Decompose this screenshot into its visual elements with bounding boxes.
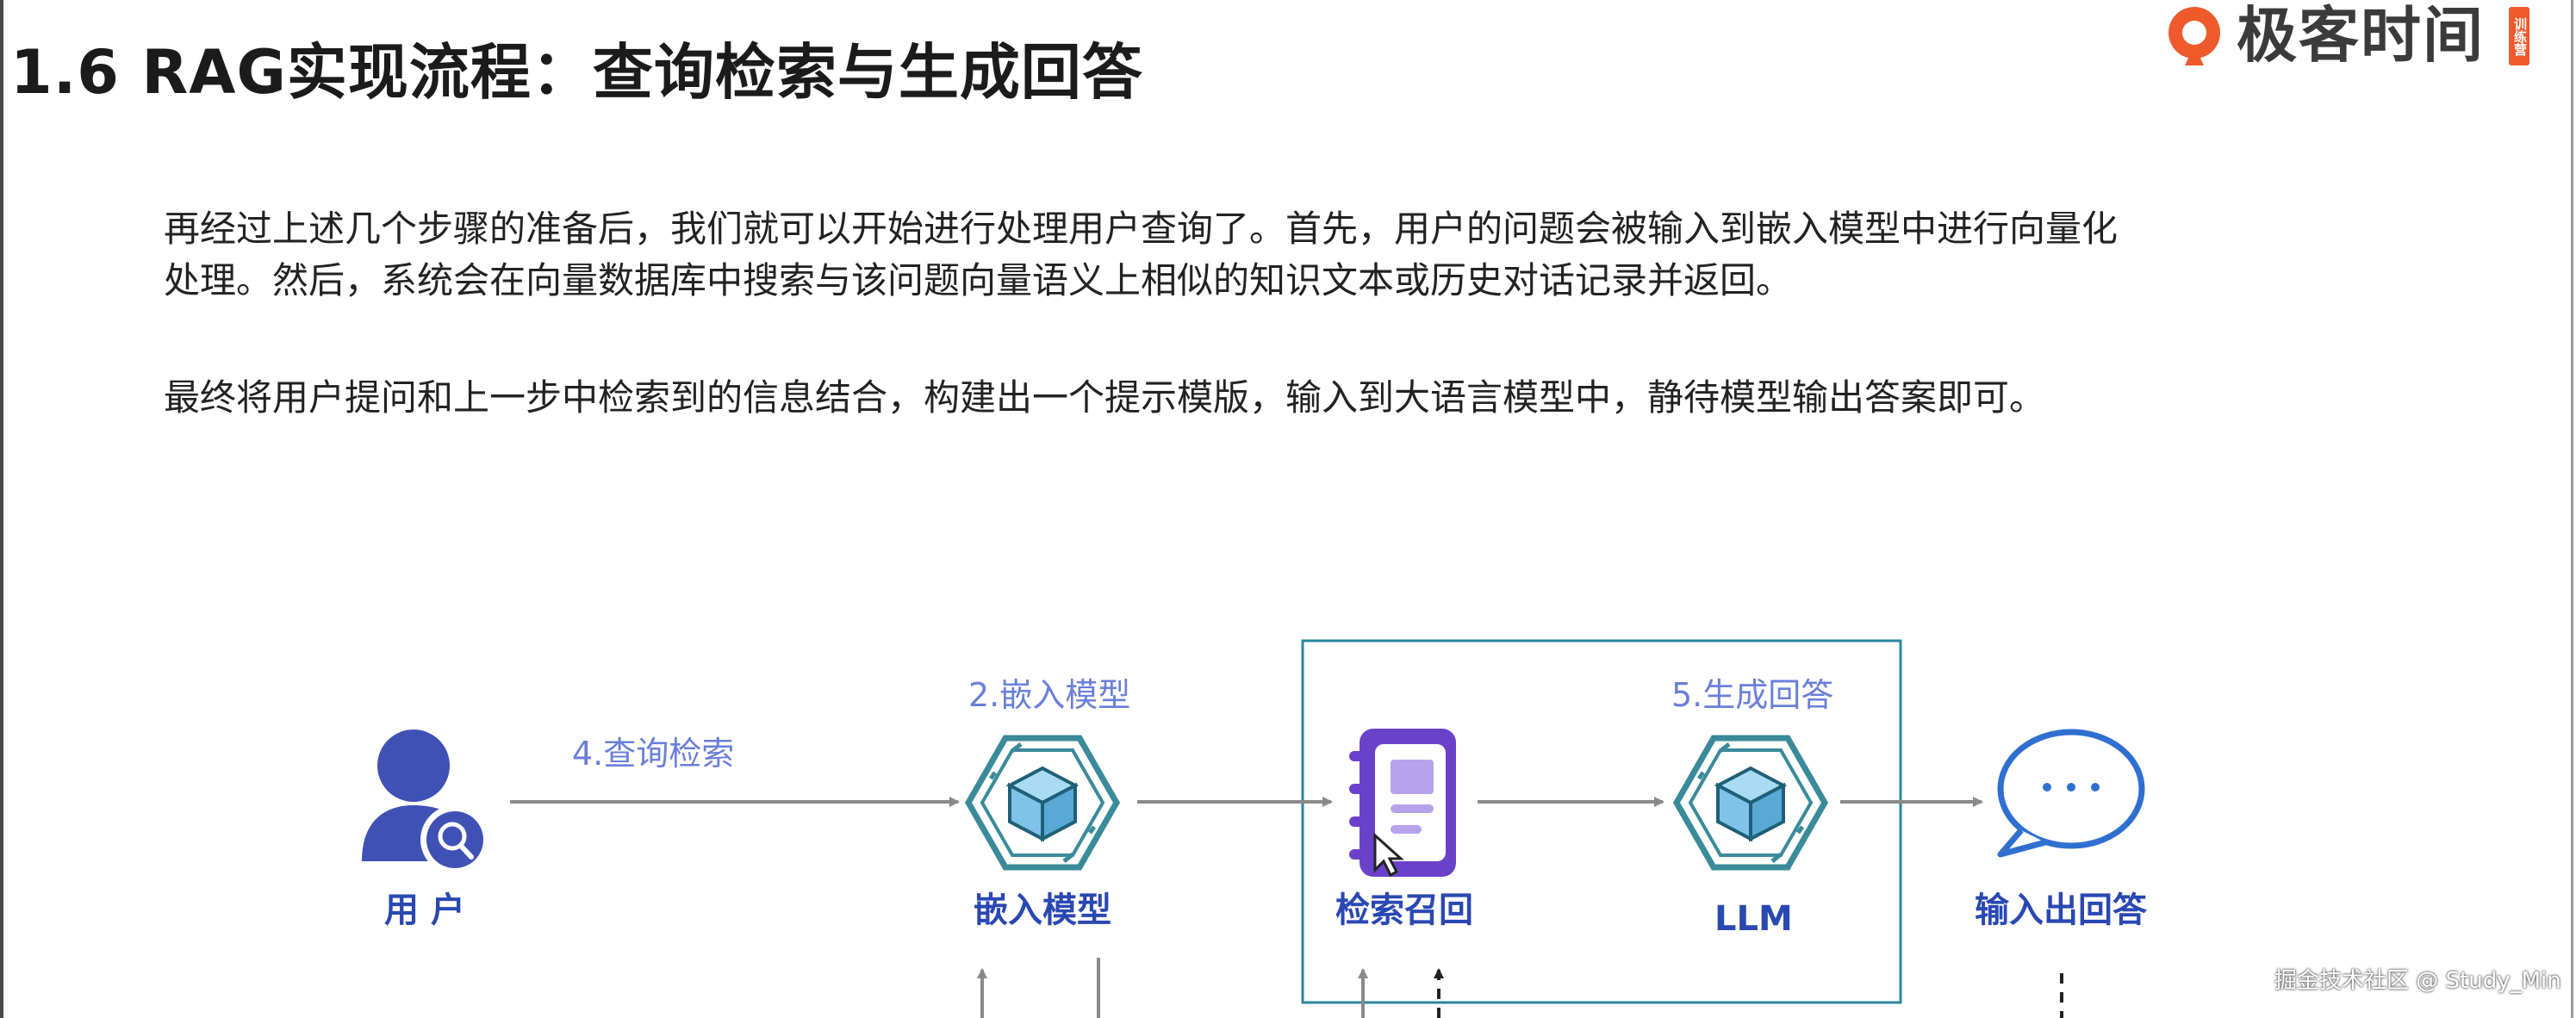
flow-arrows (510, 797, 2063, 1018)
embedding-model-icon (964, 735, 1121, 871)
step-label-embedding-model: 2.嵌入模型 (968, 676, 1131, 714)
node-label-embedding: 嵌入模型 (974, 891, 1111, 930)
slide-title: 1.6 RAG实现流程：查询检索与生成回答 (10, 37, 1143, 108)
chat-bubble-icon (1997, 729, 2145, 858)
paragraph-1-line-1: 再经过上述几个步骤的准备后，我们就可以开始进行处理用户查询了。首先，用户的问题会… (164, 208, 2119, 250)
logo-text: 极客时间 (2237, 0, 2485, 71)
node-label-retrieval: 检索召回 (1335, 891, 1473, 930)
geekbang-logo: 极客时间 训练营 (2161, 0, 2566, 71)
step-label-query-retrieval: 4.查询检索 (572, 735, 735, 773)
watermark: 掘金技术社区 @ Study_Min (2274, 968, 2561, 994)
node-label-output: 输入出回答 (1975, 891, 2147, 930)
node-label-llm: LLM (1714, 899, 1793, 939)
right-edge-rule (2571, 0, 2573, 1018)
paragraph-1-line-2: 处理。然后，系统会在向量数据库中搜索与该问题向量语义上相似的知识文本或历史对话记… (164, 259, 1793, 301)
retrieval-generation-box (1301, 639, 1902, 1004)
llm-model-icon (1672, 735, 1829, 871)
geekbang-logo-icon (2168, 7, 2220, 65)
paragraph-2-line-1: 最终将用户提问和上一步中检索到的信息结合，构建出一个提示模版，输入到大语言模型中… (164, 376, 2046, 419)
user-search-icon (362, 729, 489, 874)
left-edge-rule (0, 0, 3, 1018)
paragraph-1: 再经过上述几个步骤的准备后，我们就可以开始进行处理用户查询了。首先，用户的问题会… (164, 203, 2507, 307)
mouse-pointer-icon (1373, 832, 1404, 878)
retrieval-document-icon (1349, 729, 1456, 877)
node-label-user: 用 户 (384, 891, 465, 930)
paragraph-2: 最终将用户提问和上一步中检索到的信息结合，构建出一个提示模版，输入到大语言模型中… (164, 372, 2507, 424)
logo-badge: 训练营 (2509, 7, 2529, 65)
step-label-generate-answer: 5.生成回答 (1671, 676, 1834, 714)
